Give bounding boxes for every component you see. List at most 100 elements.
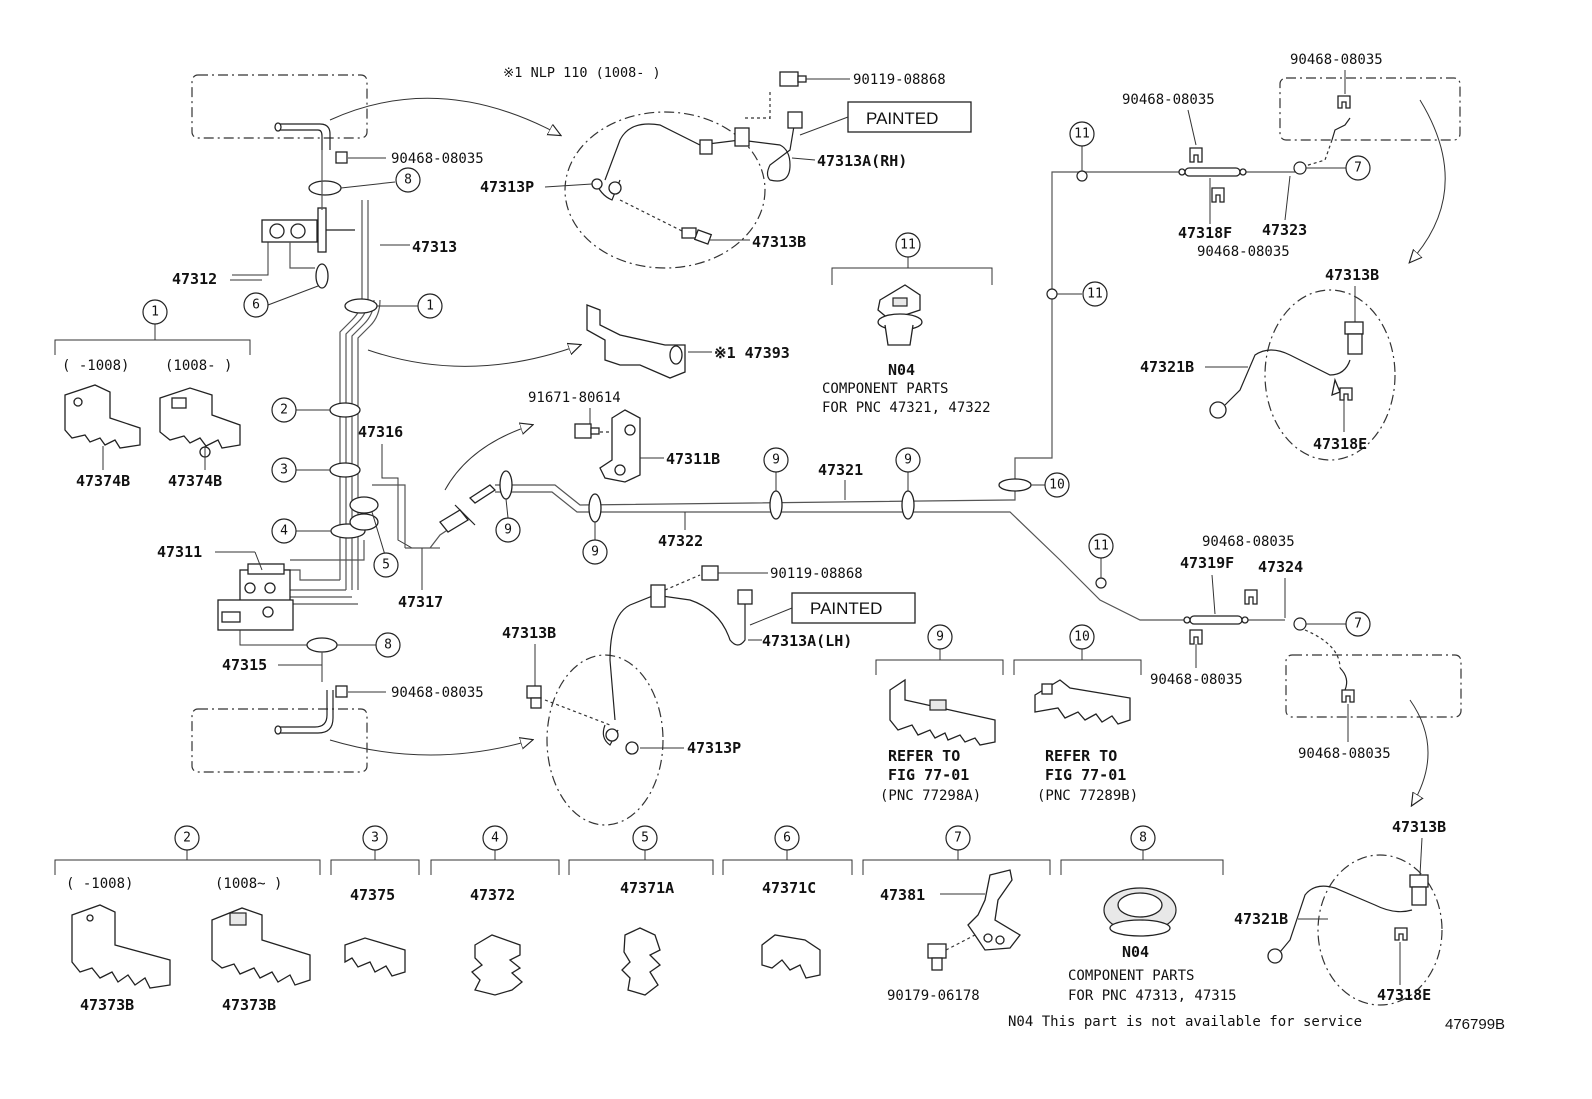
- callout-4-a: 4: [271, 518, 297, 544]
- label-comp-parts-bot: COMPONENT PARTS: [1068, 968, 1194, 984]
- bracket-47393: [586, 304, 686, 379]
- bolt-47313B-bottom: [526, 685, 542, 709]
- clamp-5-marker: [349, 496, 379, 514]
- label-47321B-r2: 47321B: [1234, 910, 1288, 928]
- callout-8-bottom: 8: [375, 632, 401, 658]
- arrow-bottom-left: [329, 740, 532, 756]
- callout-11-b: 11: [1082, 281, 1108, 307]
- callout-9-a: 9: [495, 517, 521, 543]
- label-47312: 47312: [172, 270, 217, 288]
- svg-text:4: 4: [491, 831, 499, 846]
- label-90179: 90179-06178: [887, 988, 980, 1004]
- callout-2-b: 2: [174, 825, 200, 851]
- rear-hose-r2: [1267, 874, 1429, 964]
- arrow-to-47393: [367, 345, 580, 367]
- label-47321B-r1: 47321B: [1140, 358, 1194, 376]
- label-47313: 47313: [412, 238, 457, 256]
- label-47319F: 47319F: [1180, 554, 1234, 572]
- callout-8-c: 8: [1130, 825, 1156, 851]
- label-47313B-r1: 47313B: [1325, 266, 1379, 284]
- label-91671: 91671-80614: [528, 390, 621, 406]
- label-fig-9: FIG 77-01: [888, 766, 969, 784]
- label-90119-bot: 90119-08868: [770, 566, 863, 582]
- label-47371C: 47371C: [762, 879, 816, 897]
- union-47319F: [1183, 615, 1249, 625]
- label-90468-tl: 90468-08035: [391, 151, 484, 167]
- label-90468-r2c: 90468-08035: [1298, 746, 1391, 762]
- callout-7-c: 7: [945, 825, 971, 851]
- clamp-47371A: [621, 927, 662, 996]
- svg-text:6: 6: [252, 298, 260, 313]
- label-47375: 47375: [350, 886, 395, 904]
- bolt-90119-bottom: [701, 565, 768, 581]
- callout-9-ref: 9: [927, 624, 953, 650]
- clamp-9-c: [769, 490, 783, 520]
- clamp-2-marker: [329, 402, 361, 418]
- label-n04-mid: N04: [888, 361, 915, 379]
- label-range-old-2: ( -1008): [66, 876, 133, 892]
- clip-11-a: [1076, 170, 1088, 182]
- svg-text:11: 11: [900, 238, 916, 253]
- clip-90468-tr-a: [1189, 147, 1203, 163]
- label-90468-tr-b: 90468-08035: [1290, 52, 1383, 68]
- label-90468-bl: 90468-08035: [391, 685, 484, 701]
- bolt-47313B-top: [681, 227, 750, 245]
- label-range-new-1: (1008- ): [165, 358, 232, 374]
- svg-text:3: 3: [280, 463, 288, 478]
- label-for-pnc-bot: FOR PNC 47313, 47315: [1068, 988, 1237, 1004]
- clamp-9-a: [499, 470, 513, 500]
- label-47311B: 47311B: [666, 450, 720, 468]
- svg-text:9: 9: [772, 453, 780, 468]
- detail-circle-r1: [1264, 289, 1396, 461]
- callout-11-mid: 11: [895, 232, 921, 258]
- label-47374B-a: 47374B: [76, 472, 130, 490]
- label-47318E-r2: 47318E: [1377, 986, 1431, 1004]
- grommet-top: [308, 180, 342, 196]
- bolt-90179: [927, 934, 976, 971]
- front-hose-rh: [591, 92, 803, 236]
- clip-90468-r2b: [1189, 629, 1203, 645]
- callout-9-b: 9: [582, 539, 608, 565]
- clip-7-bottom: [1293, 617, 1307, 631]
- grommet-8-lower: [306, 637, 338, 653]
- clamp-10-marker: [998, 478, 1032, 492]
- callout-9-d: 9: [895, 447, 921, 473]
- label-refer-10: REFER TO: [1045, 747, 1117, 765]
- clip-90468-r2a: [1244, 589, 1258, 605]
- svg-text:2: 2: [280, 403, 288, 418]
- clamp-9-d: [901, 490, 915, 520]
- label-47313P-top: 47313P: [480, 178, 534, 196]
- callout-7-b: 7: [1345, 611, 1371, 637]
- svg-text:1: 1: [151, 305, 159, 320]
- label-47318E-r1: 47318E: [1313, 435, 1367, 453]
- callout-9-c: 9: [763, 447, 789, 473]
- clamp-47375: [344, 937, 406, 977]
- label-47313P-bot: 47313P: [687, 739, 741, 757]
- label-47372: 47372: [470, 886, 515, 904]
- label-90468-tr-c: 90468-08035: [1197, 244, 1290, 260]
- bracket-47381: [967, 869, 1021, 951]
- svg-text:2: 2: [183, 831, 191, 846]
- svg-text:5: 5: [382, 558, 390, 573]
- callout-3-b: 3: [362, 825, 388, 851]
- svg-text:4: 4: [280, 524, 288, 539]
- label-90468-r2b: 90468-08035: [1150, 672, 1243, 688]
- svg-text:11: 11: [1074, 127, 1090, 142]
- svg-text:7: 7: [1354, 161, 1362, 176]
- label-47381: 47381: [880, 886, 925, 904]
- arrow-to-47311B: [444, 425, 532, 491]
- svg-text:1: 1: [426, 299, 434, 314]
- callout-8-top: 8: [395, 167, 421, 193]
- label-47373B-b: 47373B: [222, 996, 276, 1014]
- label-for-pnc-mid: FOR PNC 47321, 47322: [822, 400, 991, 416]
- label-47373B-a: 47373B: [80, 996, 134, 1014]
- label-refer-9: REFER TO: [888, 747, 960, 765]
- label-47311: 47311: [157, 543, 202, 561]
- label-47321: 47321: [818, 461, 863, 479]
- label-47322: 47322: [658, 532, 703, 550]
- label-47313A-rh: 47313A(RH): [817, 152, 907, 170]
- clamp-9-b: [588, 493, 602, 523]
- detail-circle-r2: [1317, 854, 1443, 1006]
- clamp-47374B-new: [159, 387, 241, 458]
